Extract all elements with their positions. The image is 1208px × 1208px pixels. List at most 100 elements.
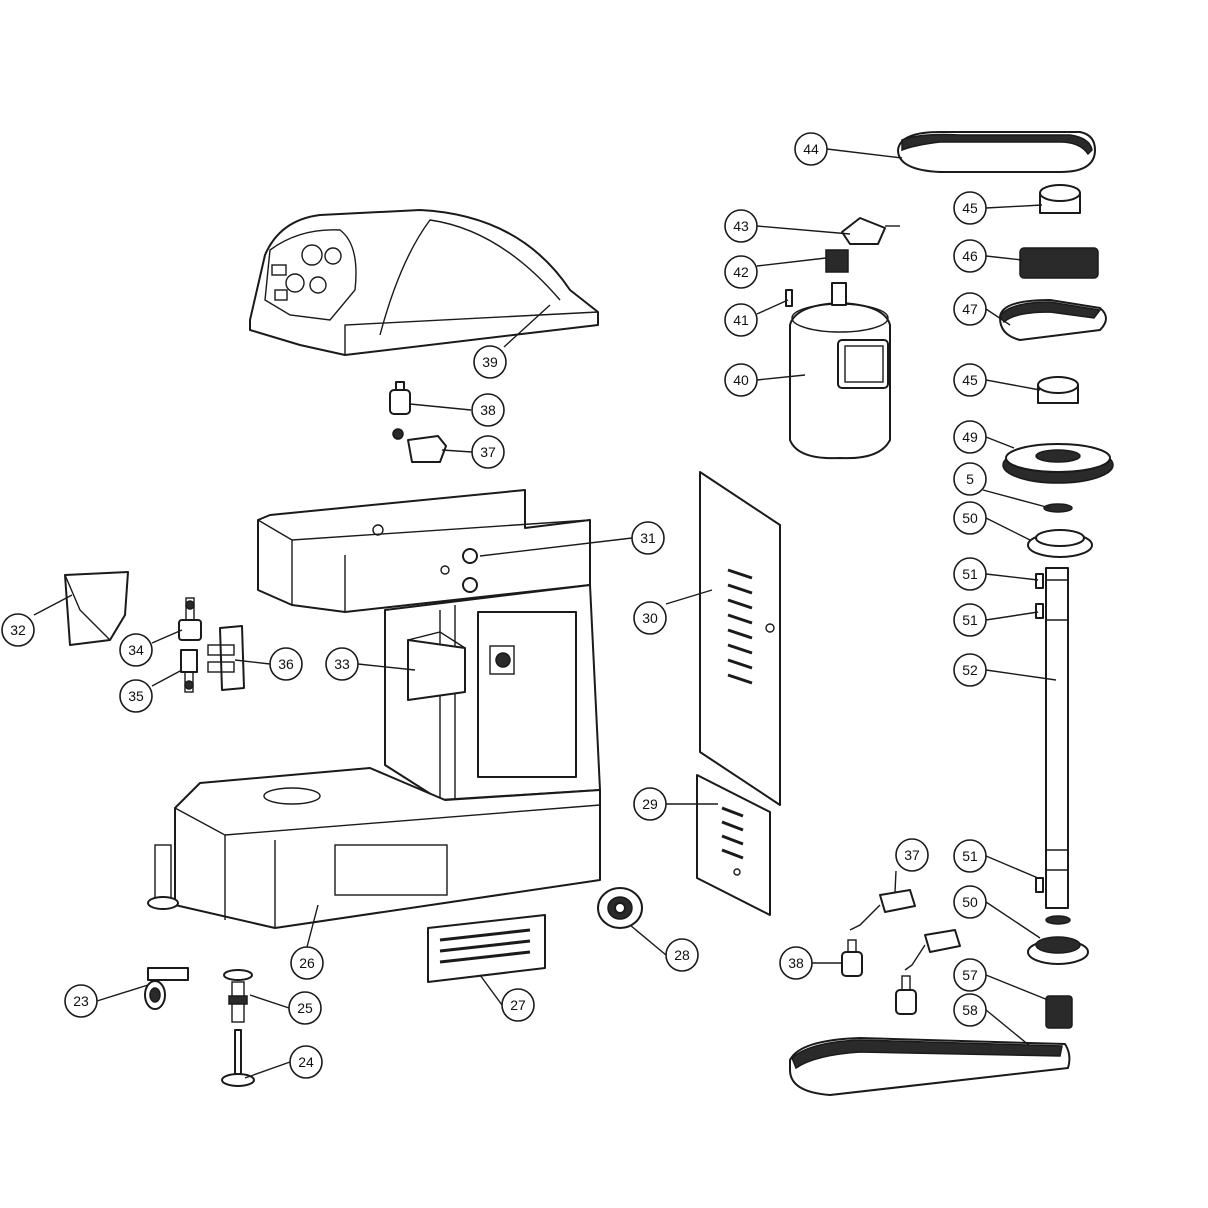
svg-text:45: 45 bbox=[962, 372, 978, 388]
sensor-38-upper bbox=[389, 381, 411, 415]
callout-46: 46 bbox=[953, 239, 987, 273]
callout-51-a: 51 bbox=[953, 557, 987, 591]
svg-text:58: 58 bbox=[962, 1002, 978, 1018]
pulley-42 bbox=[825, 249, 849, 273]
svg-text:38: 38 bbox=[480, 402, 496, 418]
callout-37-lower: 37 bbox=[895, 838, 929, 872]
svg-text:31: 31 bbox=[640, 530, 656, 546]
caster-23 bbox=[144, 967, 189, 1010]
leveling-foot-25 bbox=[223, 969, 253, 1023]
callout-38-lower: 38 bbox=[779, 946, 813, 980]
belt-47 bbox=[999, 299, 1107, 341]
svg-text:45: 45 bbox=[962, 200, 978, 216]
svg-text:50: 50 bbox=[962, 894, 978, 910]
pulley-57 bbox=[1045, 995, 1073, 1029]
svg-text:30: 30 bbox=[642, 610, 658, 626]
bracket-32 bbox=[64, 571, 129, 646]
callout-32: 32 bbox=[1, 613, 35, 647]
callout-34: 34 bbox=[119, 633, 153, 667]
callout-5: 5 bbox=[953, 462, 987, 496]
svg-text:23: 23 bbox=[73, 993, 89, 1009]
side-panel-30 bbox=[699, 471, 781, 806]
svg-text:33: 33 bbox=[334, 656, 350, 672]
pulley-28 bbox=[597, 887, 643, 929]
svg-text:44: 44 bbox=[803, 141, 819, 157]
callout-31: 31 bbox=[631, 521, 665, 555]
svg-text:40: 40 bbox=[733, 372, 749, 388]
svg-text:27: 27 bbox=[510, 997, 526, 1013]
callout-33: 33 bbox=[325, 647, 359, 681]
hood-cover bbox=[249, 209, 599, 356]
svg-text:36: 36 bbox=[278, 656, 294, 672]
svg-text:24: 24 bbox=[298, 1054, 314, 1070]
svg-text:42: 42 bbox=[733, 264, 749, 280]
callout-50-lower: 50 bbox=[953, 885, 987, 919]
svg-text:25: 25 bbox=[297, 1000, 313, 1016]
keys-51 bbox=[1035, 573, 1044, 893]
bracket-37-upper bbox=[392, 428, 447, 463]
svg-text:49: 49 bbox=[962, 429, 978, 445]
callout-24: 24 bbox=[289, 1045, 323, 1079]
svg-text:51: 51 bbox=[962, 612, 978, 628]
callout-51-c: 51 bbox=[953, 839, 987, 873]
pulley-45-upper bbox=[1039, 184, 1081, 214]
mount-35 bbox=[180, 649, 198, 693]
key-41 bbox=[785, 289, 793, 307]
callout-28: 28 bbox=[665, 938, 699, 972]
callout-23: 23 bbox=[64, 984, 98, 1018]
callout-35: 35 bbox=[119, 679, 153, 713]
pulley-46 bbox=[1019, 247, 1099, 279]
callout-25: 25 bbox=[288, 991, 322, 1025]
svg-text:47: 47 bbox=[962, 301, 978, 317]
leader-lines bbox=[33, 148, 1057, 1079]
callout-26: 26 bbox=[290, 946, 324, 980]
svg-text:32: 32 bbox=[10, 622, 26, 638]
bracket-33 bbox=[407, 631, 466, 701]
callout-36: 36 bbox=[269, 647, 303, 681]
svg-text:39: 39 bbox=[482, 354, 498, 370]
callout-57: 57 bbox=[953, 958, 987, 992]
bearing-50-lower bbox=[1027, 915, 1089, 965]
callout-29: 29 bbox=[633, 787, 667, 821]
bracket-36 bbox=[207, 625, 245, 691]
vent-grill-27 bbox=[427, 914, 546, 983]
callout-44: 44 bbox=[794, 132, 828, 166]
left-feet bbox=[147, 844, 179, 910]
svg-text:37: 37 bbox=[904, 847, 920, 863]
bearing-50-upper bbox=[1027, 529, 1093, 558]
svg-text:35: 35 bbox=[128, 688, 144, 704]
svg-text:38: 38 bbox=[788, 955, 804, 971]
svg-text:29: 29 bbox=[642, 796, 658, 812]
callout-37-upper: 37 bbox=[471, 435, 505, 469]
mixer-frame bbox=[174, 489, 601, 929]
shaft-52 bbox=[1045, 567, 1069, 909]
bracket-43 bbox=[841, 217, 900, 245]
callout-58: 58 bbox=[953, 993, 987, 1027]
bracket-37-lower bbox=[849, 889, 961, 971]
svg-text:50: 50 bbox=[962, 510, 978, 526]
callout-50-upper: 50 bbox=[953, 501, 987, 535]
svg-text:51: 51 bbox=[962, 566, 978, 582]
svg-text:43: 43 bbox=[733, 218, 749, 234]
callout-42: 42 bbox=[724, 255, 758, 289]
leveling-foot-24 bbox=[221, 1029, 255, 1087]
callout-30: 30 bbox=[633, 601, 667, 635]
svg-text:46: 46 bbox=[962, 248, 978, 264]
svg-text:57: 57 bbox=[962, 967, 978, 983]
callout-52: 52 bbox=[953, 653, 987, 687]
svg-text:51: 51 bbox=[962, 848, 978, 864]
svg-text:52: 52 bbox=[962, 662, 978, 678]
mount-34 bbox=[178, 597, 202, 641]
svg-text:41: 41 bbox=[733, 312, 749, 328]
callout-49: 49 bbox=[953, 420, 987, 454]
pulley-49 bbox=[1002, 443, 1114, 484]
ring-5 bbox=[1043, 503, 1073, 513]
callout-41: 41 bbox=[724, 303, 758, 337]
belt-44 bbox=[897, 131, 1096, 173]
callout-27: 27 bbox=[501, 988, 535, 1022]
svg-text:37: 37 bbox=[480, 444, 496, 460]
callout-47: 47 bbox=[953, 292, 987, 326]
svg-text:5: 5 bbox=[966, 471, 974, 487]
callout-38-upper: 38 bbox=[471, 393, 505, 427]
